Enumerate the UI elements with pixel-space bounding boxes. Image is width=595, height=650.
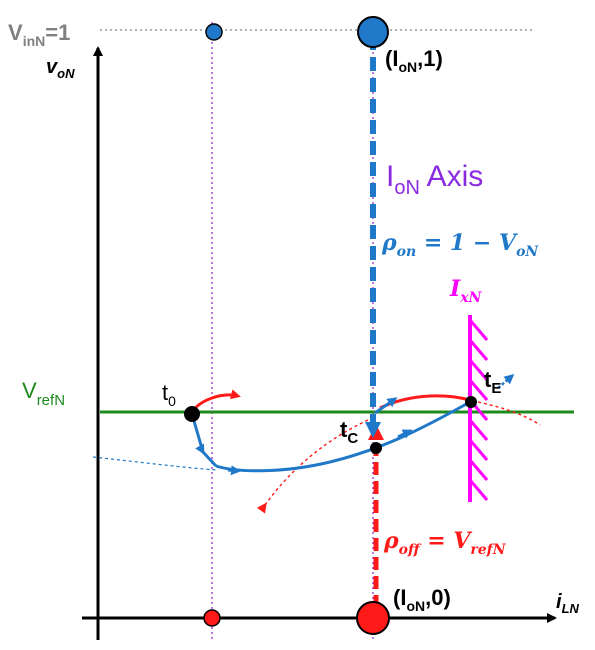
blue-trajectory-bottom (215, 460, 331, 473)
von-axis-label: voN (46, 56, 75, 81)
blue-tick-te (497, 374, 515, 389)
blue-arrow-rise (397, 429, 413, 439)
blue-trajectory-down (190, 413, 218, 468)
vref-n-label: VrefN (22, 378, 65, 409)
ion-zero-label: (IoN,0) (393, 585, 451, 614)
ixn-hatch (468, 319, 489, 501)
ion-one-point (357, 16, 389, 48)
ixn-label: IxN (449, 276, 483, 306)
red-curve-tc-te (379, 394, 471, 410)
red-loop-t0 (190, 389, 241, 413)
iln-axis-label: iLN (556, 591, 580, 616)
dashed-red-guide-curve (256, 419, 369, 514)
ion-one-label: (IoN,1) (385, 46, 443, 75)
ion-zero-point (356, 601, 390, 635)
tc-point (370, 442, 382, 454)
vin-point-left (205, 23, 223, 41)
tc-label: tC (340, 417, 358, 447)
t0-label: t0 (162, 380, 176, 409)
vin-n-label: VinN=1 (8, 20, 70, 49)
ion-axis-label: IoN Axis (386, 160, 483, 199)
iln-point-left (203, 609, 221, 627)
rho-off-equation: ρoff = VrefN (383, 528, 507, 558)
blue-short-te (374, 397, 398, 415)
te-point (465, 396, 477, 408)
blue-trajectory-rise (329, 400, 471, 464)
te-label: tE (484, 367, 501, 397)
dashed-blue-guide-curve (92, 456, 219, 471)
rho-on-equation: ρon = 1 − VoN (381, 230, 539, 260)
dashed-red-guide-right (477, 401, 541, 426)
t0-point (184, 406, 200, 422)
blue-arrow-bottom (227, 465, 241, 476)
